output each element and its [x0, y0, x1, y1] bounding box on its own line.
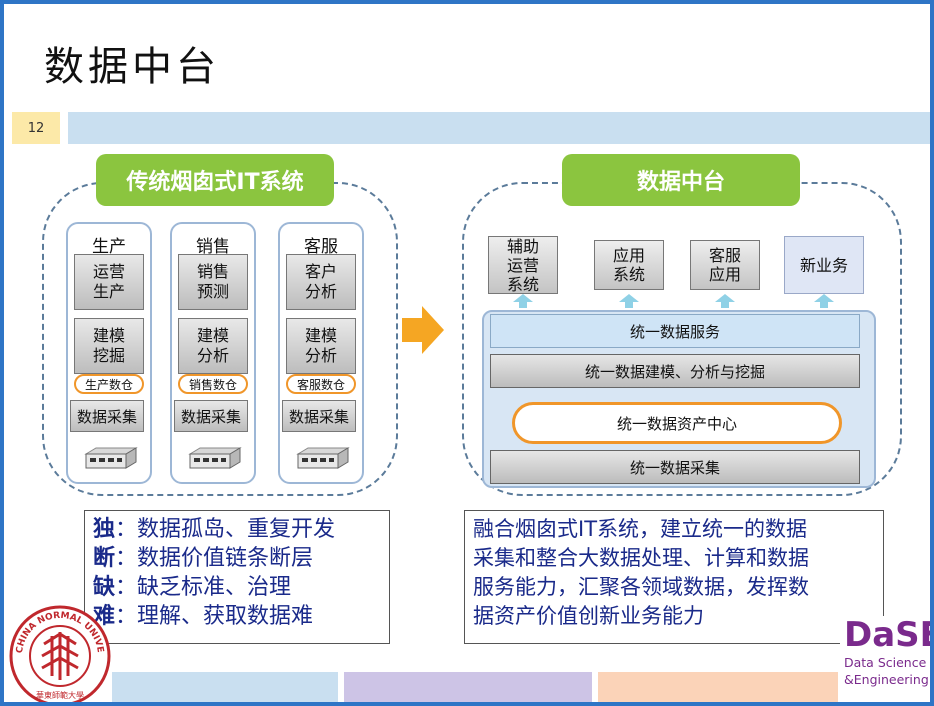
up-arrow-icon	[513, 294, 533, 308]
up-arrow-icon	[619, 294, 639, 308]
dase-logo-line2: &Engineering	[844, 672, 929, 687]
modeling-analysis-box: 建模 分析	[178, 318, 248, 374]
column-header: 客服	[304, 237, 338, 257]
dase-logo-title: DaSE	[844, 615, 934, 655]
data-collect-box: 数据采集	[282, 400, 356, 432]
header-bar	[68, 112, 930, 144]
summary-text: ：理解、获取数据难	[115, 604, 314, 629]
left-summary-box: 独：数据孤岛、重复开发 断：数据价值链条断层 缺：缺乏标准、治理 难：理解、获取…	[84, 510, 390, 644]
data-collect-box: 数据采集	[70, 400, 144, 432]
sales-warehouse: 销售数仓	[178, 374, 248, 394]
summary-line: 融合烟囱式IT系统，建立统一的数据	[473, 517, 808, 541]
left-panel-title: 传统烟囱式IT系统	[96, 154, 334, 206]
customer-analysis-box: 客户 分析	[286, 254, 356, 310]
ops-support-system-box: 辅助 运营 系统	[488, 236, 558, 294]
university-seal-logo: EAST CHINA NORMAL UNIVERSITY 華東師範大學	[8, 604, 111, 702]
column-header: 生产	[92, 237, 126, 257]
summary-line: 服务能力，汇聚各领域数据，发挥数	[473, 575, 809, 599]
unified-modeling-bar: 统一数据建模、分析与挖掘	[490, 354, 860, 388]
summary-key: 缺	[93, 575, 116, 600]
summary-text: ：数据孤岛、重复开发	[115, 517, 336, 542]
server-device-icon	[188, 447, 242, 469]
unified-data-service-bar: 统一数据服务	[490, 314, 860, 348]
data-collect-box: 数据采集	[174, 400, 248, 432]
server-device-icon	[84, 447, 138, 469]
arrow-right-icon	[402, 306, 444, 354]
modeling-analysis-box: 建模 分析	[286, 318, 356, 374]
column-header: 销售	[196, 237, 230, 257]
customer-service-app-box: 客服 应用	[690, 240, 760, 290]
unified-data-collect-bar: 统一数据采集	[490, 450, 860, 484]
summary-key: 独	[93, 517, 116, 542]
application-system-box: 应用 系统	[594, 240, 664, 290]
page-number: 12	[12, 112, 60, 144]
summary-text: ：数据价值链条断层	[115, 546, 314, 571]
right-summary-box: 融合烟囱式IT系统，建立统一的数据 采集和整合大数据处理、计算和数据 服务能力，…	[464, 510, 884, 644]
modeling-mining-box: 建模 挖掘	[74, 318, 144, 374]
slide-title: 数据中台	[44, 44, 220, 90]
footer-strip-purple	[344, 672, 592, 702]
up-arrow-icon	[814, 294, 834, 308]
new-business-box: 新业务	[784, 236, 864, 294]
ops-production-box: 运营 生产	[74, 254, 144, 310]
dase-logo-line1: Data Science	[844, 655, 927, 670]
summary-line: 独：数据孤岛、重复开发	[93, 515, 381, 544]
summary-key: 难	[93, 604, 116, 629]
footer-strip-blue	[112, 672, 338, 702]
summary-line: 采集和整合大数据处理、计算和数据	[473, 546, 809, 570]
service-warehouse: 客服数仓	[286, 374, 356, 394]
dase-logo: DaSE Data Science &Engineering	[840, 615, 934, 702]
summary-text: ：缺乏标准、治理	[115, 575, 292, 600]
svg-text:華東師範大學: 華東師範大學	[36, 690, 84, 700]
right-panel-title: 数据中台	[562, 154, 800, 206]
server-device-icon	[296, 447, 350, 469]
summary-key: 断	[93, 546, 116, 571]
summary-line: 难：理解、获取数据难	[93, 602, 381, 631]
summary-line: 断：数据价值链条断层	[93, 544, 381, 573]
summary-line: 据资产价值创新业务能力	[473, 604, 704, 628]
unified-data-asset-center: 统一数据资产中心	[512, 402, 842, 444]
summary-line: 缺：缺乏标准、治理	[93, 573, 381, 602]
footer-strip-orange	[598, 672, 838, 702]
sales-forecast-box: 销售 预测	[178, 254, 248, 310]
production-warehouse: 生产数仓	[74, 374, 144, 394]
up-arrow-icon	[715, 294, 735, 308]
